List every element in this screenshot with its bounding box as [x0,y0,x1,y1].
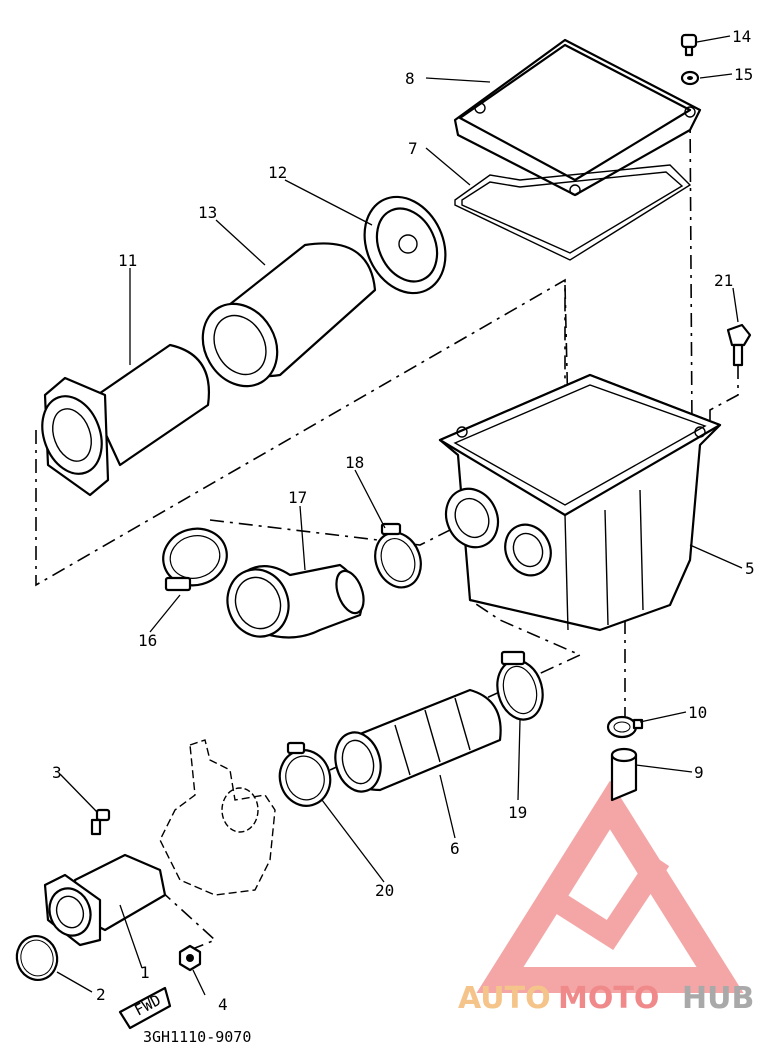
label-16: 16 [138,631,157,650]
fwd-arrow: FWD [118,986,172,1030]
clamp-20 [278,741,332,807]
label-13: 13 [198,203,217,222]
drain-plug [610,747,638,802]
label-4: 4 [218,995,228,1014]
air-cleaner-joint [226,563,365,639]
label-17: 17 [288,488,307,507]
carburetor-outline [159,739,276,896]
cover-gasket [454,164,692,261]
bolt-21 [726,323,752,367]
leader-lines [56,35,743,996]
watermark-auto: AUTO [458,981,551,1016]
watermark-logo [476,780,744,993]
label-9: 9 [694,763,704,782]
nut-4 [178,944,202,972]
watermark-text: AUTO MOTO HUB [458,981,754,1016]
label-21: 21 [714,271,733,290]
label-12: 12 [268,163,287,182]
o-ring [15,935,59,981]
carburetor-joint [334,688,502,793]
label-6: 6 [450,839,460,858]
filter-cap [363,195,447,295]
clamp-19 [496,650,544,721]
element-guide [41,343,210,497]
label-10: 10 [688,703,707,722]
label-1: 1 [140,963,150,982]
part-labels: 8 7 12 13 11 14 15 21 5 18 17 16 10 9 19… [52,27,755,1014]
screw-3 [90,808,111,836]
label-18: 18 [345,453,364,472]
air-cleaner-case [438,373,722,632]
label-5: 5 [745,559,755,578]
intake-manifold [43,853,167,947]
drawing-code: 3GH1110-9070 [143,1028,251,1046]
label-11: 11 [118,251,137,270]
label-7: 7 [408,139,418,158]
watermark-hub: HUB [682,981,754,1016]
label-8: 8 [405,69,415,88]
watermark-moto: MOTO [558,981,659,1016]
label-14: 14 [732,27,751,46]
label-3: 3 [52,763,62,782]
clamp-18 [374,522,422,589]
label-19: 19 [508,803,527,822]
washer-15 [680,70,700,86]
label-15: 15 [734,65,753,84]
label-20: 20 [375,881,394,900]
label-2: 2 [96,985,106,1004]
screw-14 [680,33,698,57]
air-filter-element [201,242,377,388]
air-cleaner-cover [453,38,702,197]
clamp-16 [162,527,228,592]
clamp-10 [606,715,644,739]
